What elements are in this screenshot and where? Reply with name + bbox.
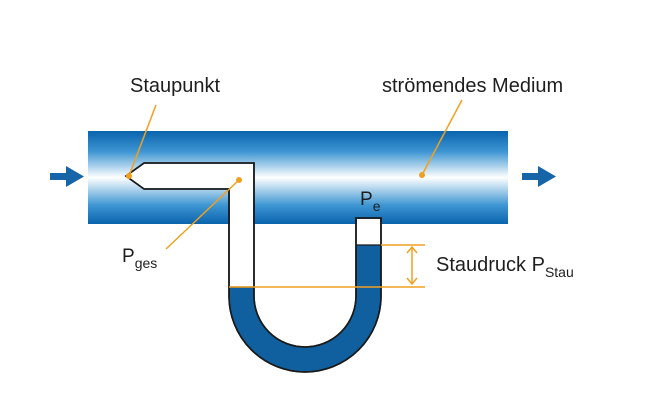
outflow-arrow-icon bbox=[522, 166, 556, 187]
p-ges-subscript: ges bbox=[135, 255, 158, 271]
p-e-label: Pe bbox=[360, 189, 381, 214]
staupunkt-leader bbox=[126, 104, 157, 179]
medium-leader bbox=[419, 99, 463, 178]
inflow-arrow-icon bbox=[50, 166, 84, 187]
staudruck-dimension-arrow bbox=[406, 245, 418, 286]
staudruck-subscript: Stau bbox=[545, 264, 574, 280]
p-ges-label: Pges bbox=[122, 246, 157, 271]
staudruck-label: Staudruck PStau bbox=[436, 254, 574, 280]
p-e-main: P bbox=[360, 189, 373, 210]
pitot-tube-outline bbox=[124, 162, 382, 373]
staupunkt-label: Staupunkt bbox=[130, 75, 221, 97]
p-ges-main: P bbox=[122, 246, 135, 267]
medium-label: strömendes Medium bbox=[382, 75, 563, 97]
manometer-fluid bbox=[229, 245, 381, 372]
pitot-tube-interior bbox=[127, 164, 253, 287]
p-ges-leader bbox=[165, 177, 242, 250]
p-e-subscript: e bbox=[373, 198, 381, 214]
staudruck-main: Staudruck P bbox=[436, 254, 545, 276]
static-tap-interior bbox=[357, 219, 380, 245]
